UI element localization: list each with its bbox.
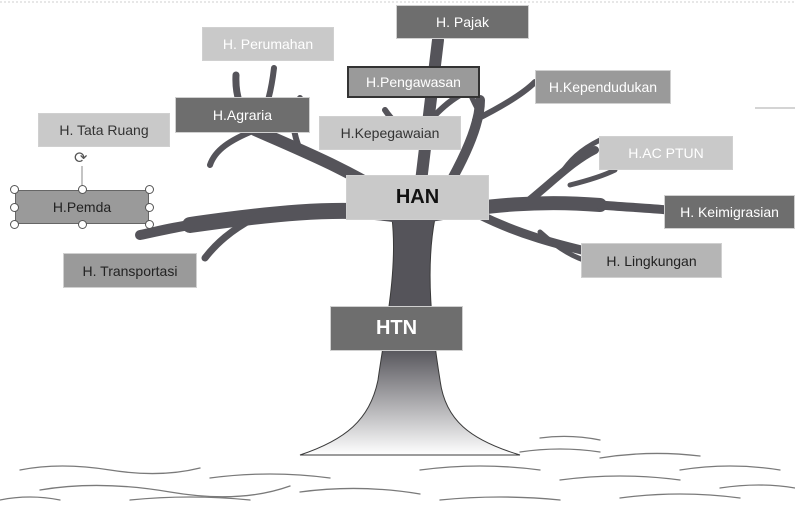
branch-box-pemda[interactable]: H.Pemda	[15, 190, 149, 224]
branch-box-kepegawaian[interactable]: H.Kepegawaian	[319, 116, 461, 150]
branch-box-transportasi[interactable]: H. Transportasi	[63, 253, 197, 288]
resize-handle-top[interactable]	[78, 185, 87, 194]
resize-handle-bottom-right[interactable]	[145, 220, 154, 229]
resize-handle-bottom[interactable]	[78, 220, 87, 229]
branch-box-perumahan[interactable]: H. Perumahan	[202, 27, 334, 61]
branch-label-pajak: H. Pajak	[436, 14, 489, 30]
hub-box-han[interactable]: HAN	[346, 175, 489, 220]
resize-handle-left[interactable]	[10, 203, 19, 212]
branch-label-perumahan: H. Perumahan	[222, 36, 314, 52]
trunk-label-htn: HTN	[375, 317, 418, 339]
branch-box-tata-ruang[interactable]: H. Tata Ruang	[38, 113, 170, 147]
branch-box-lingkungan[interactable]: H. Lingkungan	[581, 243, 722, 278]
rotate-icon[interactable]: ⟳	[74, 150, 88, 167]
resize-handle-bottom-left[interactable]	[10, 220, 19, 229]
branch-box-pengawasan[interactable]: H.Pengawasan	[347, 66, 480, 98]
trunk-box-htn[interactable]: HTN	[330, 306, 463, 351]
resize-handle-right[interactable]	[145, 203, 154, 212]
branch-label-transportasi: H. Transportasi	[82, 262, 178, 279]
resize-handle-top-right[interactable]	[145, 185, 154, 194]
ground-lines	[0, 435, 795, 501]
branch-label-pemda: H.Pemda	[52, 199, 112, 215]
hub-label-han: HAN	[395, 186, 440, 208]
branch-label-kependudukan: H.Kependudukan	[548, 79, 658, 95]
branch-label-tata-ruang: H. Tata Ruang	[59, 122, 149, 138]
branch-label-agraria: H.Agraria	[212, 107, 273, 123]
branch-label-pengawasan: H.Pengawasan	[366, 74, 461, 90]
branch-label-ac-ptun: H.AC PTUN	[628, 145, 704, 161]
branch-label-lingkungan: H. Lingkungan	[606, 252, 697, 269]
branch-box-pajak[interactable]: H. Pajak	[396, 5, 529, 39]
branch-box-ac-ptun[interactable]: H.AC PTUN	[599, 136, 733, 170]
branch-box-keimigrasian[interactable]: H. Keimigrasian	[664, 195, 795, 229]
branch-label-keimigrasian: H. Keimigrasian	[680, 204, 779, 220]
branch-label-kepegawaian: H.Kepegawaian	[340, 125, 440, 141]
branch-box-agraria[interactable]: H.Agraria	[175, 97, 310, 133]
branch-box-kependudukan[interactable]: H.Kependudukan	[535, 70, 671, 104]
resize-handle-top-left[interactable]	[10, 185, 19, 194]
